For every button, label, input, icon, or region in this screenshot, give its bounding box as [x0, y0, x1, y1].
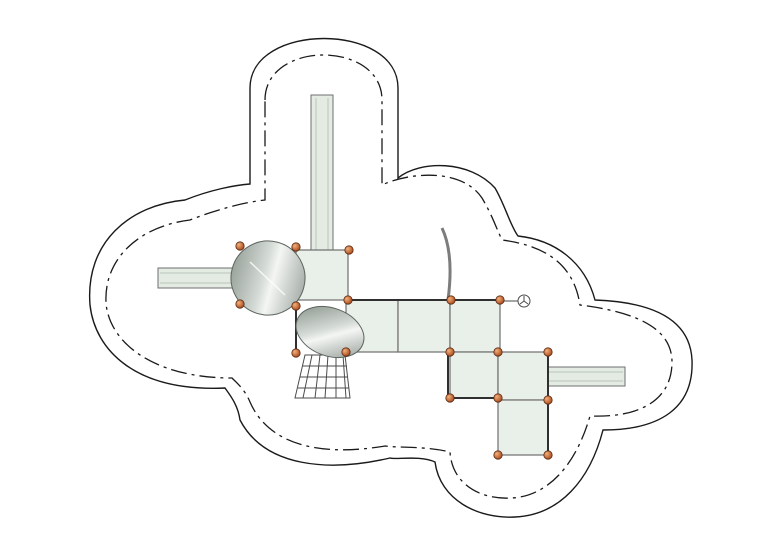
deck-group: [295, 249, 549, 456]
platform-deck-5: [449, 351, 499, 399]
support-post: [235, 241, 245, 251]
support-post: [291, 242, 301, 252]
platform-deck-3: [397, 299, 451, 353]
support-post: [493, 450, 503, 460]
slide-north: [310, 94, 334, 254]
support-post: [543, 450, 553, 460]
support-post: [344, 245, 354, 255]
support-post: [543, 395, 553, 405]
support-post: [493, 347, 503, 357]
support-post: [343, 295, 353, 305]
safety-zone-outline: [88, 37, 693, 518]
support-post: [341, 347, 351, 357]
slide-east: [546, 366, 626, 387]
support-post: [446, 295, 456, 305]
support-post: [291, 348, 301, 358]
support-post: [495, 295, 505, 305]
dome-roof-2: [295, 305, 365, 359]
dome-roof-1: [230, 240, 306, 316]
platform-deck-7: [497, 399, 549, 456]
support-post: [493, 393, 503, 403]
support-post: [445, 393, 455, 403]
platform-deck-4: [449, 299, 501, 353]
climbing-net: [294, 354, 351, 399]
support-post: [291, 301, 301, 311]
support-post: [543, 347, 553, 357]
support-post: [445, 347, 455, 357]
support-posts: [235, 241, 553, 460]
platform-deck-6: [497, 351, 549, 401]
use-zone-dashed-outline: [105, 54, 673, 499]
support-post: [235, 299, 245, 309]
slide-west: [157, 267, 241, 289]
curved-pole: [440, 227, 452, 301]
orientation-marker: [500, 294, 531, 308]
